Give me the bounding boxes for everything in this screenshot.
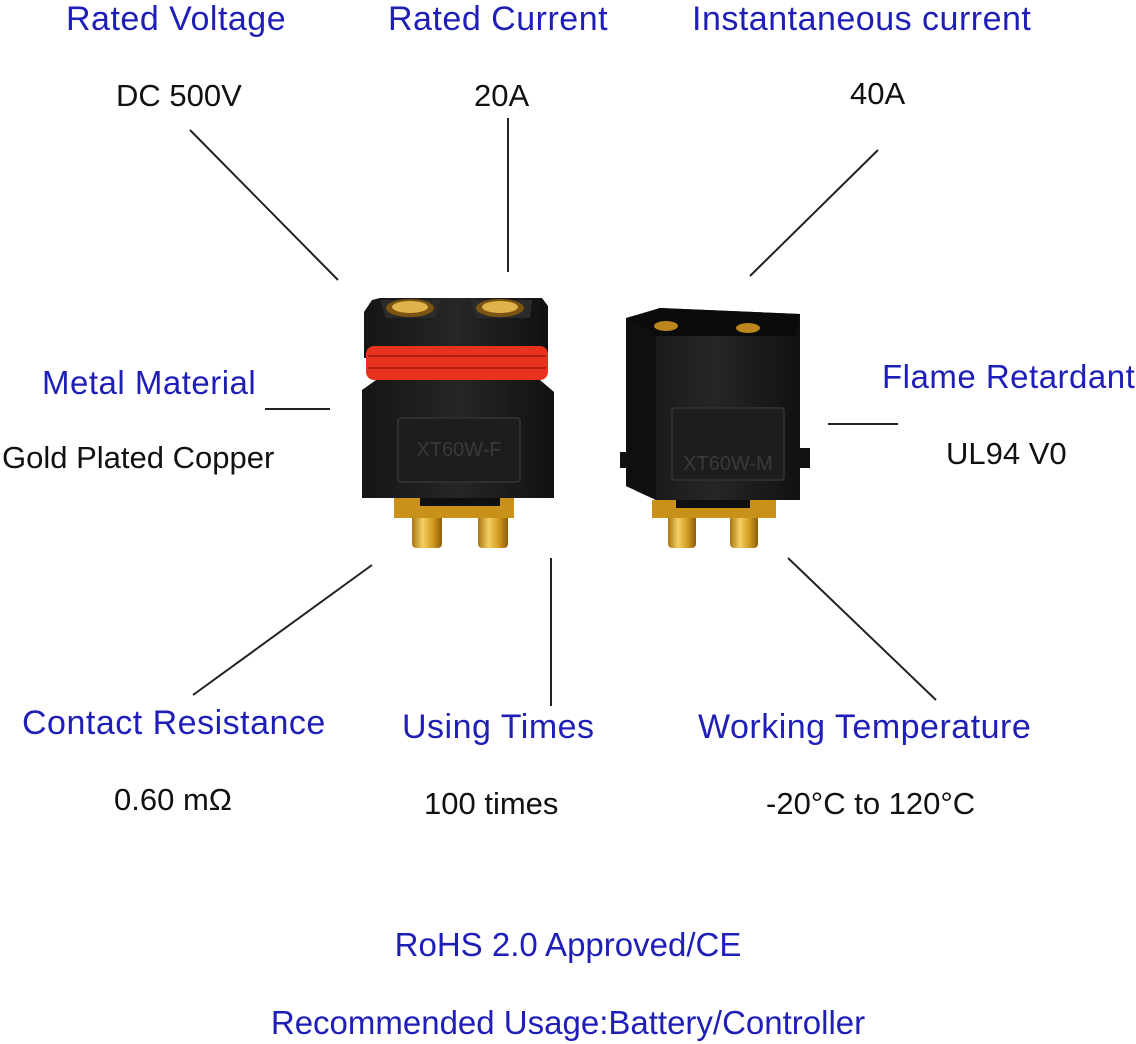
instantaneous-current-value: 40A xyxy=(850,76,906,111)
rated-voltage-label: Rated Voltage xyxy=(66,0,287,38)
metal-material-label: Metal Material xyxy=(42,364,257,401)
contact-resistance-label: Contact Resistance xyxy=(22,704,326,742)
rated-current-label: Rated Current xyxy=(388,0,609,38)
male-connector xyxy=(620,308,810,548)
leader-line-rated-voltage xyxy=(189,129,339,281)
rated-current-value: 20A xyxy=(474,78,530,113)
contact-resistance-value: 0.60 mΩ xyxy=(114,782,232,817)
using-times-label: Using Times xyxy=(402,708,595,746)
certification-text: RoHS 2.0 Approved/CE xyxy=(394,926,742,963)
flame-retardant-label: Flame Retardant xyxy=(882,358,1136,395)
metal-material-value: Gold Plated Copper xyxy=(2,440,275,475)
female-marking: XT60W-F xyxy=(416,439,501,461)
flame-retardant-value: UL94 V0 xyxy=(946,436,1067,471)
working-temperature-value: -20°C to 120°C xyxy=(766,786,976,821)
female-connector xyxy=(362,298,554,548)
leader-line-contact-resistance xyxy=(192,564,373,696)
instantaneous-current-label: Instantaneous current xyxy=(692,0,1032,38)
leader-line-working-temperature xyxy=(787,557,937,701)
recommended-usage-text: Recommended Usage:Battery/Controller xyxy=(270,1004,866,1041)
leader-line-instantaneous-current xyxy=(749,149,879,277)
working-temperature-label: Working Temperature xyxy=(698,708,1032,746)
using-times-value: 100 times xyxy=(424,786,559,821)
rated-voltage-value: DC 500V xyxy=(116,78,242,113)
red-ring xyxy=(366,346,548,380)
male-marking: XT60W-M xyxy=(683,453,773,475)
